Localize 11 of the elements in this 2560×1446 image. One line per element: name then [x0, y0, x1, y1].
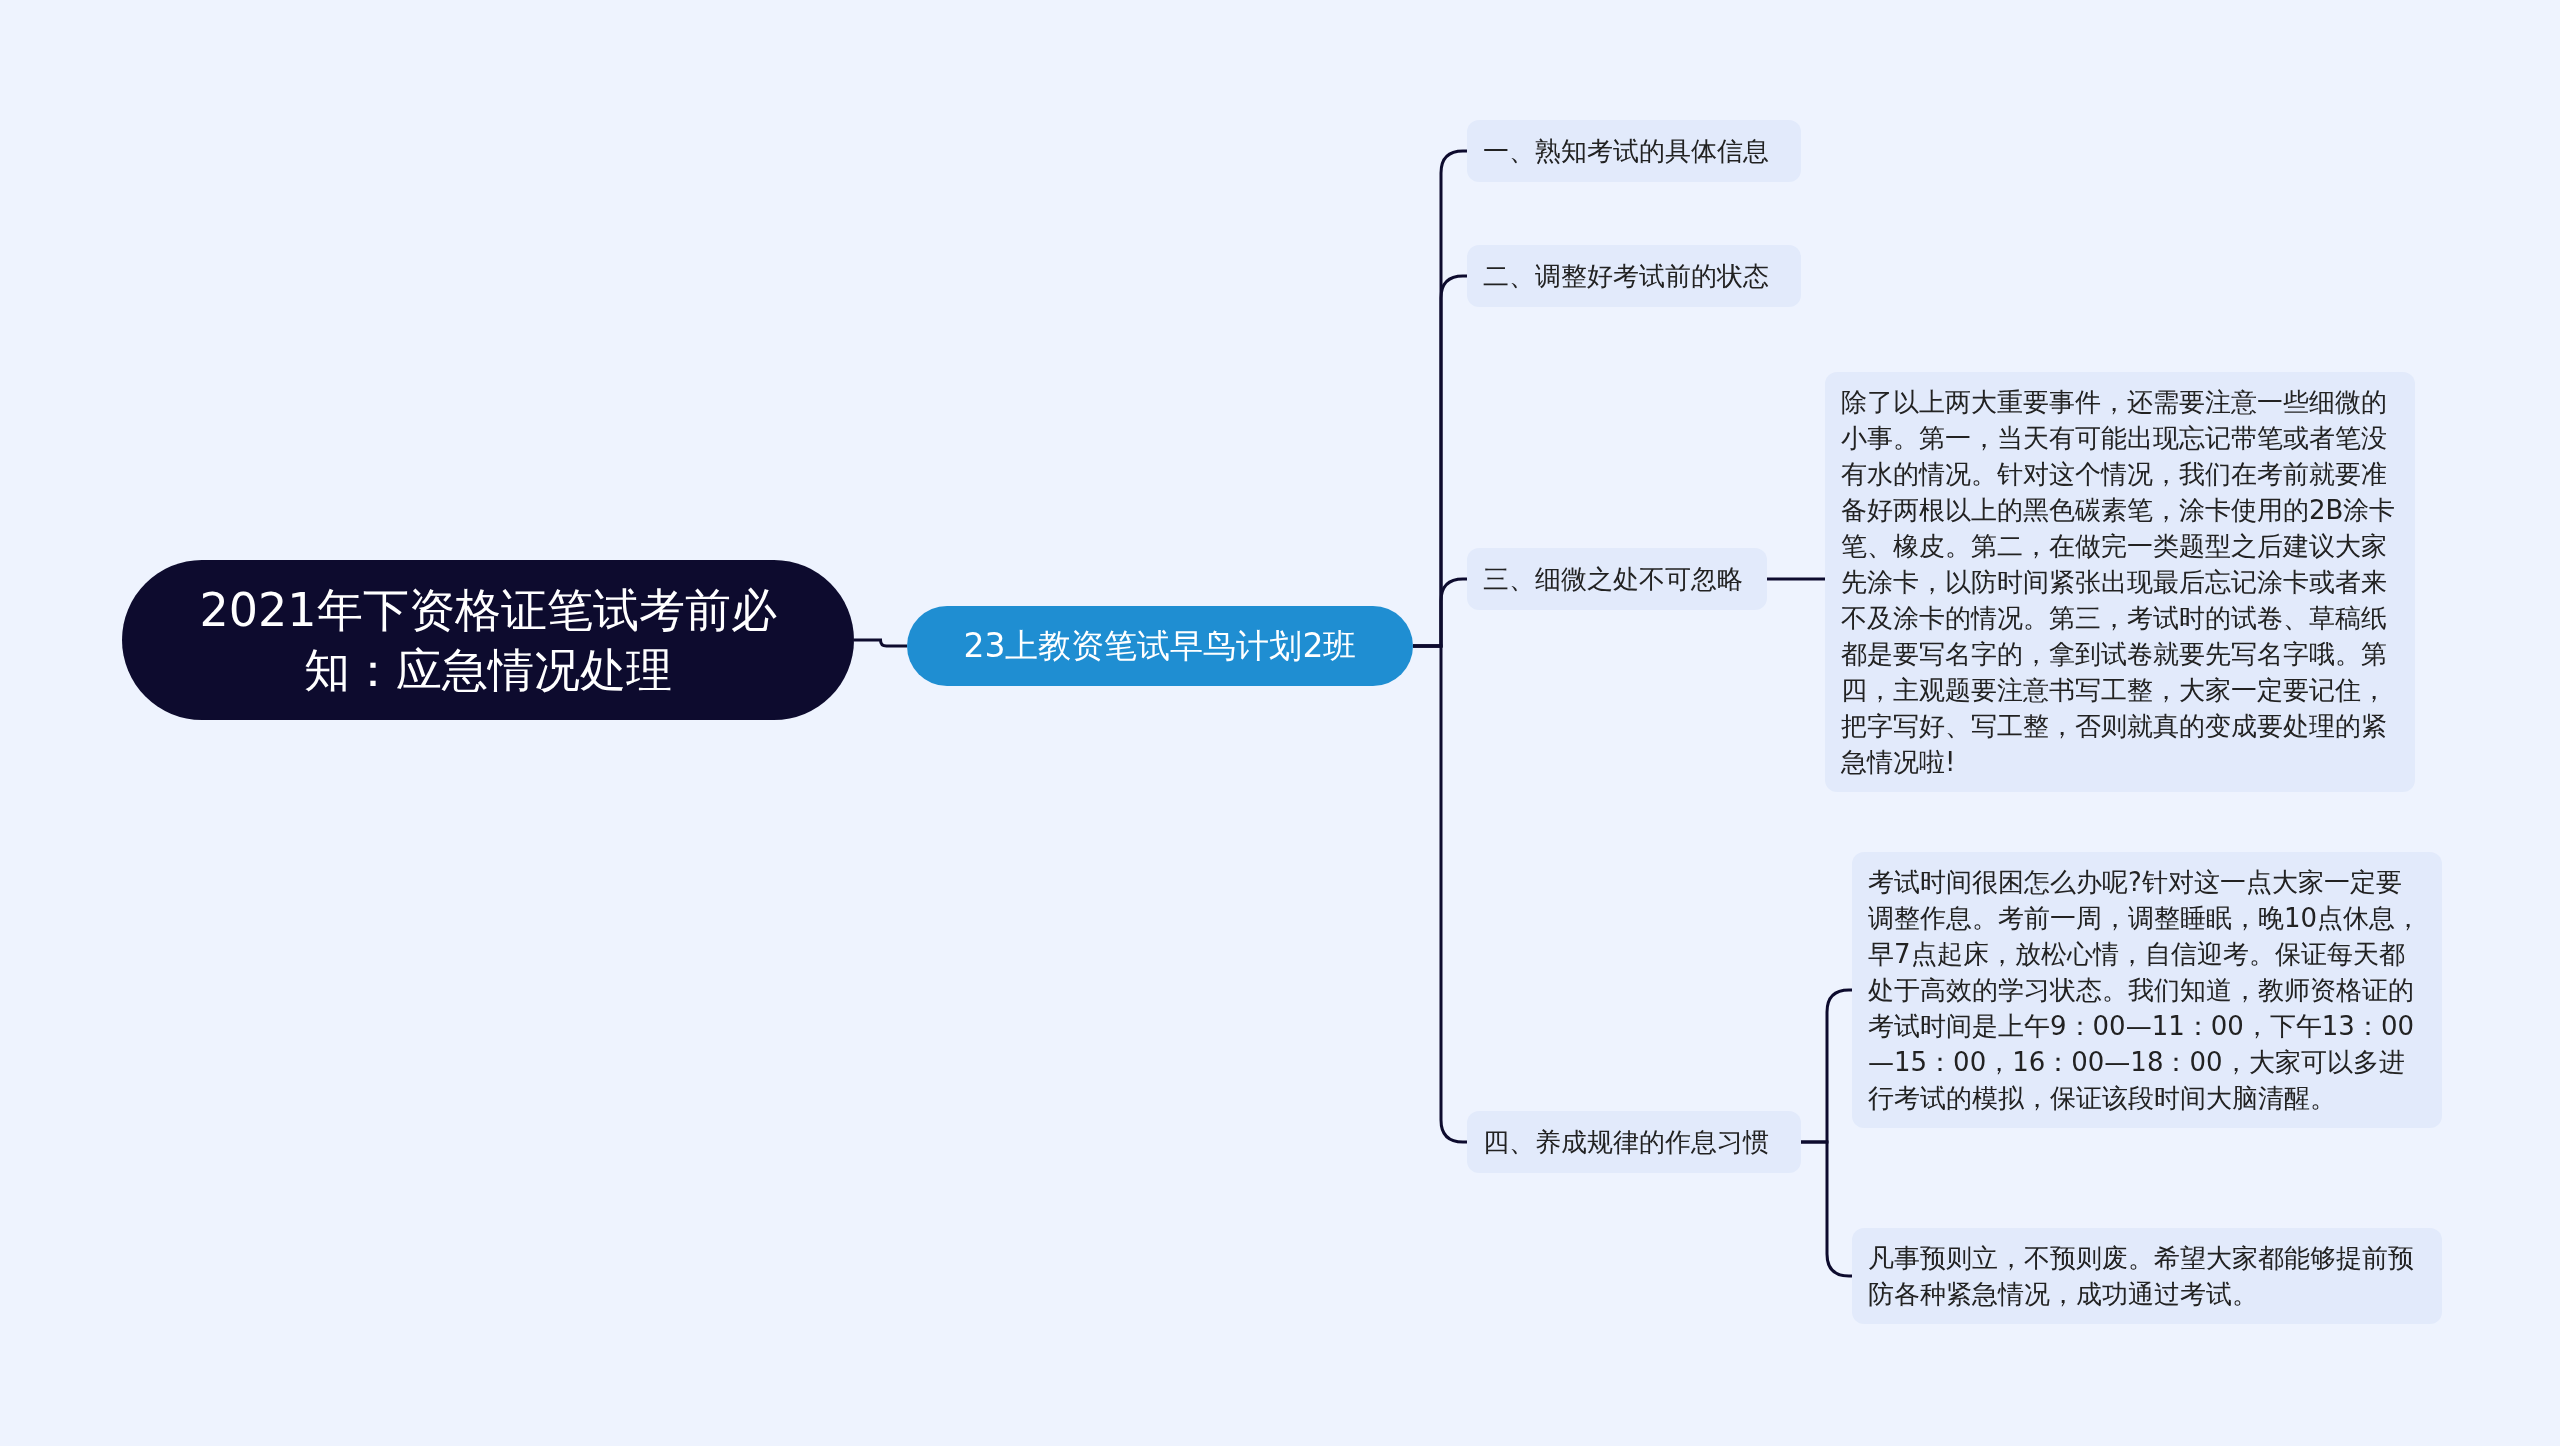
detail-note: 凡事预则立，不预则废。希望大家都能够提前预防各种紧急情况，成功通过考试。 [1852, 1228, 2442, 1324]
connector-line [1767, 577, 1825, 581]
root-topic: 2021年下资格证笔试考前必知：应急情况处理 [122, 560, 854, 720]
branch-topic: 二、调整好考试前的状态 [1467, 245, 1801, 307]
branch-topic: 四、养成规律的作息习惯 [1467, 1111, 1801, 1173]
main-topic: 23上教资笔试早鸟计划2班 [907, 606, 1413, 686]
detail-note: 除了以上两大重要事件，还需要注意一些细微的小事。第一，当天有可能出现忘记带笔或者笔没有水的情况。针对这个情况，我们在考前就要准备好两根以上的黑色碳素笔，涂卡使用的2B涂卡笔、橡皮。第二，在做完一类题型之后建议大家先涂卡，以防时间紧张出现最后忘记涂卡或者来不及涂卡的情况。第三，考试时的试卷、草稿纸都是要写名字的，拿到试卷就要先写名字哦。第四，主观题要注意书写工整，大家一定要记住，把字写好、写工整，否则就真的变成要处理的紧急情况啦! [1825, 372, 2415, 792]
branch-topic: 一、熟知考试的具体信息 [1467, 120, 1801, 182]
connector-line [854, 638, 907, 648]
branch-topic: 三、细微之处不可忽略 [1467, 548, 1767, 610]
detail-note: 考试时间很困怎么办呢?针对这一点大家一定要调整作息。考前一周，调整睡眠，晚10点休息，早7点起床，放松心情，自信迎考。保证每天都处于高效的学习状态。我们知道，教师资格证的考试时间是上午9：00—11：00，下午13：00—15：00，16：00—18：00，大家可以多进行考试的模拟，保证该段时间大脑清醒。 [1852, 852, 2442, 1128]
